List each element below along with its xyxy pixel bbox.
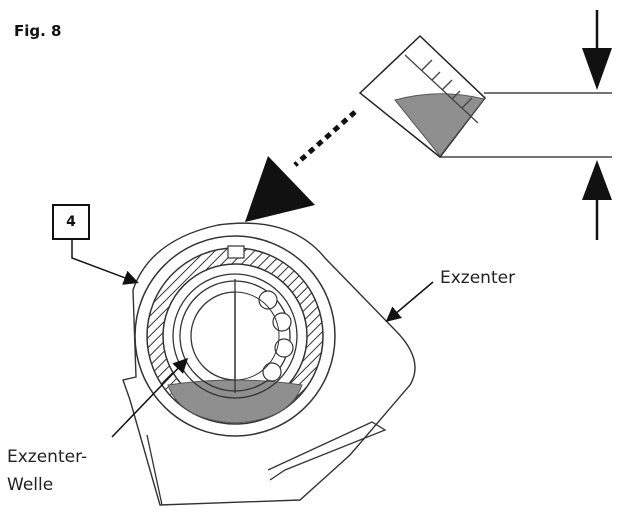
oil-pool [167, 379, 303, 424]
measuring-cup [358, 34, 487, 159]
label-exzenter: Exzenter [440, 268, 516, 288]
pour-direction-arrow [245, 110, 357, 222]
callout-4-leader [71, 240, 139, 285]
label-welle-line1: Exzenter- [7, 447, 88, 467]
bearing-ring [172, 273, 298, 399]
figure-title: Fig. 8 [14, 22, 62, 40]
label-exzenter-welle: Exzenter- Welle [7, 443, 87, 499]
welle-leader [111, 357, 189, 438]
rolling-elements [258, 290, 294, 382]
callout-4-box: 4 [52, 204, 90, 240]
fill-level-marker [440, 10, 612, 240]
eccentric-shaft [190, 291, 236, 381]
label-welle-line2: Welle [7, 475, 54, 495]
exzenter-leader [385, 281, 434, 322]
